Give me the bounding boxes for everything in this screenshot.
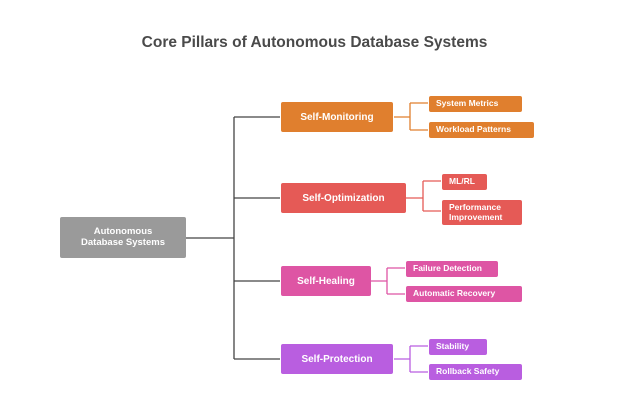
leaf-automatic-recovery: Automatic Recovery bbox=[406, 286, 522, 302]
root-connectors bbox=[186, 116, 280, 360]
leaf-system-metrics: System Metrics bbox=[429, 96, 522, 112]
root-label-line1: Autonomous bbox=[93, 226, 153, 238]
leaf-failure-detection: Failure Detection bbox=[406, 261, 498, 277]
leaf-performance-line1: Performance bbox=[449, 202, 501, 213]
leaf-performance-improvement: Performance Improvement bbox=[442, 200, 522, 225]
diagram-title: Core Pillars of Autonomous Database Syst… bbox=[141, 34, 488, 51]
leaf-workload-patterns: Workload Patterns bbox=[429, 122, 534, 138]
bracket-monitoring bbox=[394, 102, 428, 131]
bracket-healing bbox=[371, 267, 405, 295]
leaf-stability: Stability bbox=[429, 339, 487, 355]
root-label-line2: Database Systems bbox=[81, 236, 165, 248]
leaf-rollback-safety: Rollback Safety bbox=[429, 364, 522, 380]
bracket-protection bbox=[394, 345, 428, 373]
pillar-self-healing: Self-Healing bbox=[281, 266, 371, 296]
pillar-self-optimization: Self-Optimization bbox=[281, 183, 406, 213]
bracket-optimization bbox=[406, 180, 441, 212]
leaf-performance-line2: Improvement bbox=[449, 211, 503, 222]
root-node: Autonomous Database Systems bbox=[60, 217, 186, 258]
leaf-ml-rl: ML/RL bbox=[442, 174, 487, 190]
pillar-self-monitoring: Self-Monitoring bbox=[281, 102, 393, 132]
pillar-self-protection: Self-Protection bbox=[281, 344, 393, 374]
